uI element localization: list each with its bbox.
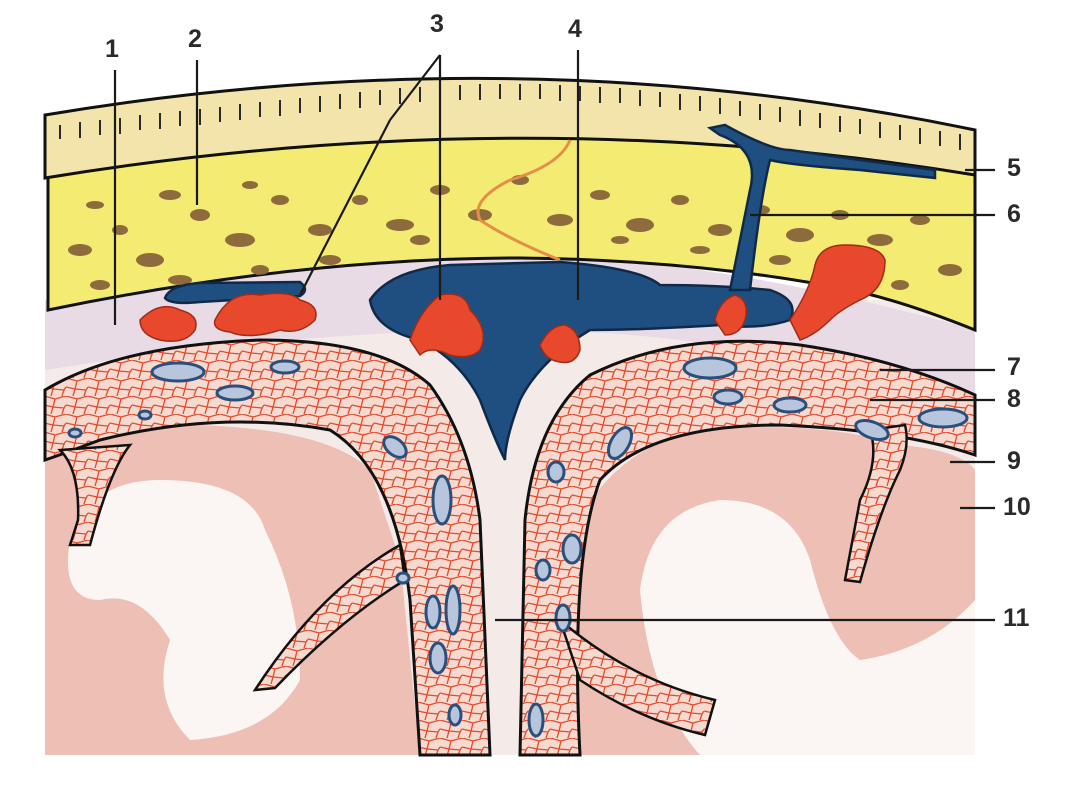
label-10: 10 [1003,495,1031,520]
label-9: 9 [1007,449,1021,474]
label-5: 5 [1007,156,1021,181]
label-6: 6 [1007,202,1021,227]
label-11: 11 [1003,606,1029,631]
label-8: 8 [1007,387,1021,412]
label-2: 2 [188,27,202,52]
label-3: 3 [430,12,444,37]
label-4: 4 [568,17,582,42]
label-7: 7 [1007,355,1021,380]
label-1: 1 [105,37,119,62]
